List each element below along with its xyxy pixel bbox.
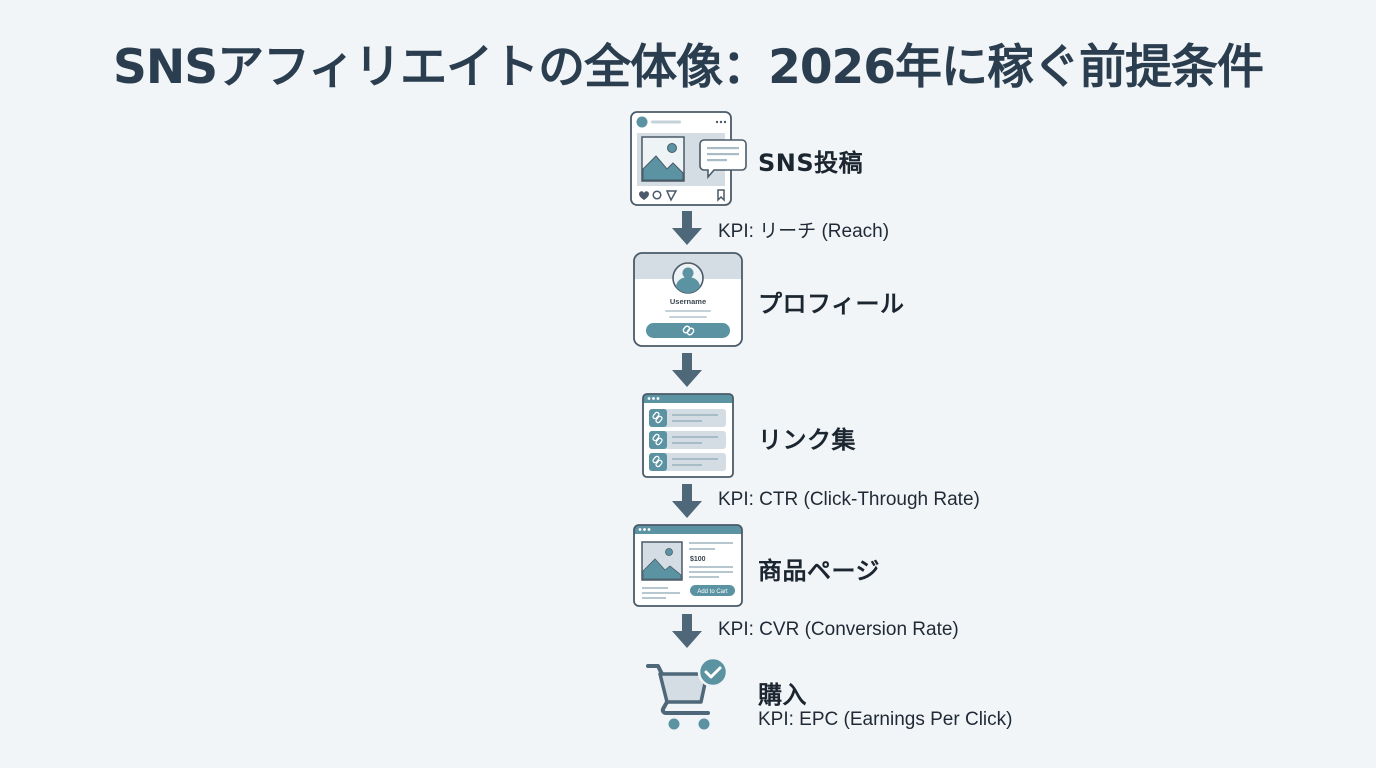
kpi-label-cvr: KPI: CVR (Conversion Rate) [718, 619, 959, 640]
down-arrow-icon [671, 211, 703, 251]
social-post-icon [630, 111, 748, 207]
down-arrow-icon [671, 614, 703, 654]
link-list-icon [642, 393, 734, 479]
svg-text:Username: Username [670, 297, 706, 306]
step-label-sns-post: SNS投稿 [758, 149, 864, 177]
kpi-label-ctr: KPI: CTR (Click-Through Rate) [718, 489, 980, 510]
kpi-label-epc: KPI: EPC (Earnings Per Click) [758, 709, 1013, 730]
profile-card-icon: Username [633, 252, 743, 348]
down-arrow-icon [671, 353, 703, 393]
down-arrow-icon [671, 484, 703, 524]
step-label-profile: プロフィール [758, 290, 905, 318]
step-label-product-page: 商品ページ [758, 557, 881, 585]
step-label-link-list: リンク集 [758, 426, 856, 454]
svg-text:Add to Cart: Add to Cart [697, 589, 728, 595]
product-page-icon: $100 Add to Cart [633, 524, 743, 608]
page-title: SNSアフィリエイトの全体像：2026年に稼ぐ前提条件 [113, 40, 1264, 95]
kpi-label-reach: KPI: リーチ (Reach) [718, 221, 890, 242]
cart-check-icon [645, 656, 731, 732]
step-label-purchase: 購入 [758, 681, 807, 709]
svg-text:$100: $100 [690, 556, 706, 563]
